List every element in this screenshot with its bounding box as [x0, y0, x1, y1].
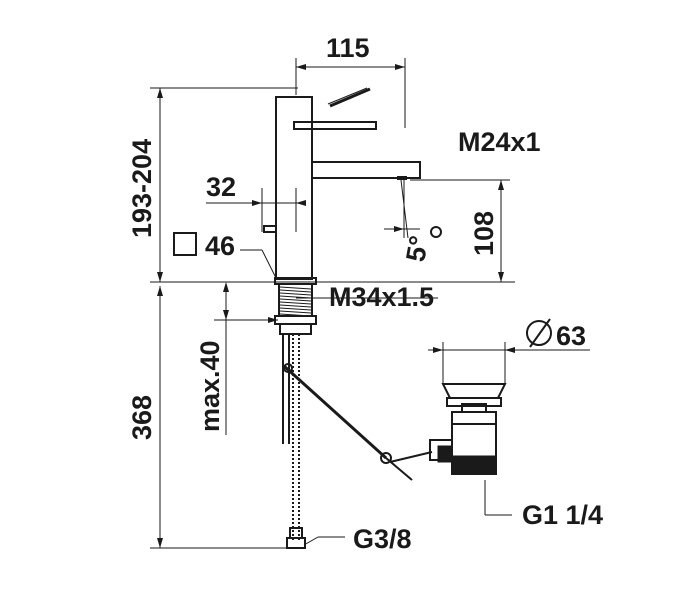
square-icon — [173, 232, 197, 256]
dim-spout-height: 108 — [469, 211, 499, 256]
dim-max-deck: max.40 — [195, 340, 225, 432]
thread-line — [279, 304, 312, 308]
dim-spout-reach: 115 — [326, 33, 370, 63]
diameter-icon — [526, 318, 552, 348]
supply-hoses — [282, 334, 306, 549]
waste-valve — [429, 383, 507, 475]
thread-line — [279, 292, 312, 296]
thread-line — [279, 289, 312, 293]
dim-waste-diameter: 63 — [556, 321, 586, 351]
mounting-thread — [274, 277, 317, 335]
arrowheads — [157, 64, 515, 548]
thread-line — [279, 307, 312, 311]
thread-line — [279, 301, 312, 305]
dim-mount-thread: M34x1.5 — [329, 282, 434, 312]
pop-up-linkage — [282, 363, 433, 481]
dimension-lines — [150, 58, 590, 549]
dim-hose-thread: G3/8 — [353, 524, 412, 554]
thread-line — [279, 298, 312, 302]
dim-tap-diameter: 32 — [206, 172, 236, 202]
thread-line — [279, 286, 312, 290]
dim-square-base: 46 — [205, 231, 235, 261]
dim-hose-length: 368 — [127, 395, 157, 440]
dim-spout-angle: 5° — [400, 233, 434, 264]
faucet-body — [263, 87, 421, 280]
thread-line — [279, 295, 312, 299]
thread-line — [279, 310, 312, 314]
dim-waste-thread: G1 1/4 — [522, 500, 603, 530]
dim-spout-thread: M24x1 — [458, 127, 541, 157]
dim-total-height: 193-204 — [127, 139, 157, 238]
degree-symbol — [430, 226, 442, 238]
